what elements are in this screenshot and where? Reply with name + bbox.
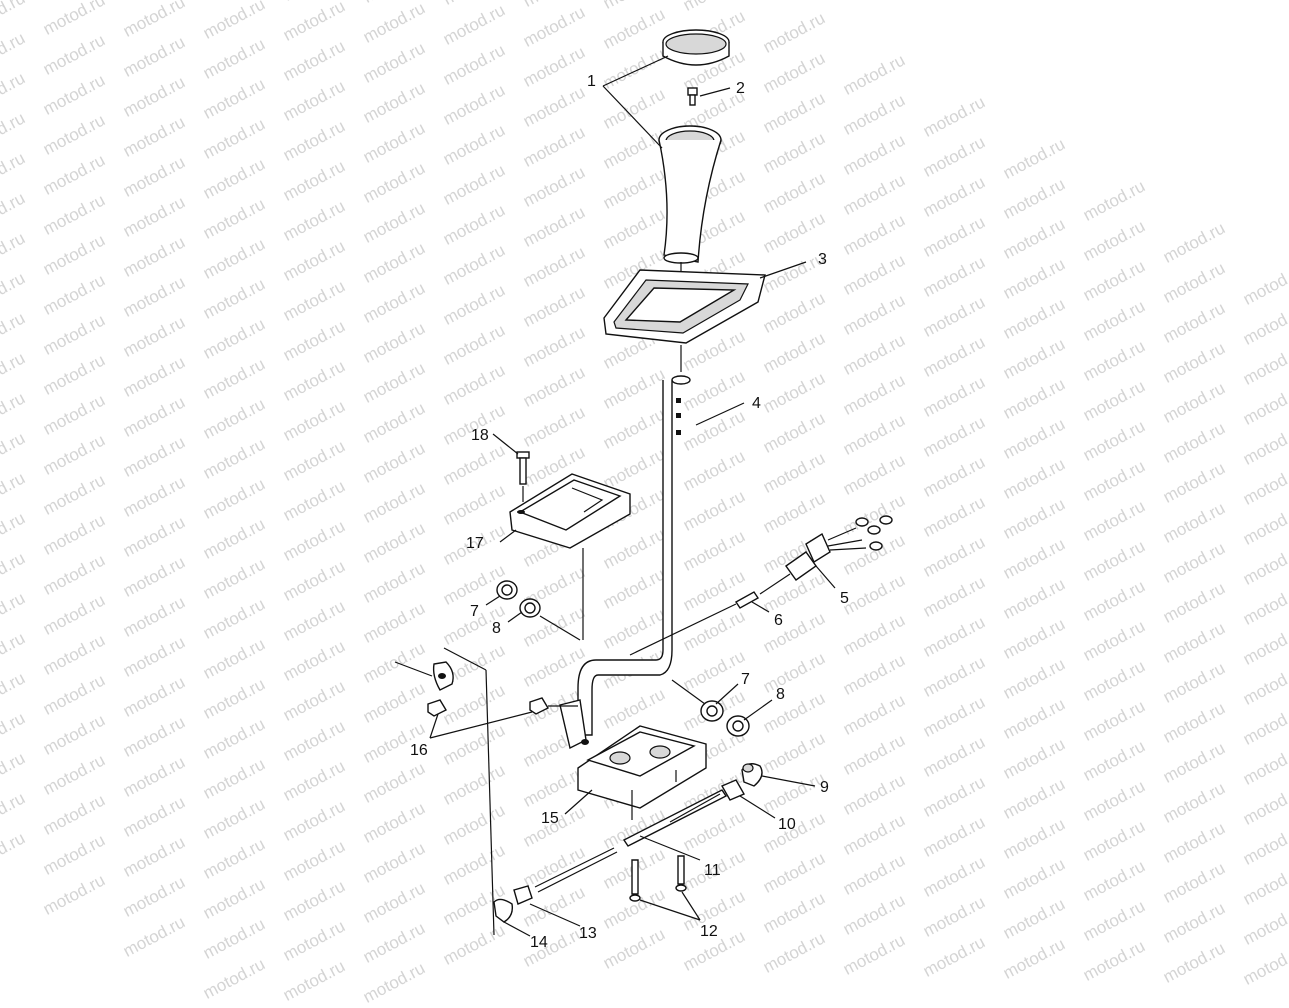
nut-13: [513, 885, 533, 905]
switch-5: [759, 515, 893, 595]
callout-4: 4: [752, 395, 761, 412]
bracket-17: [509, 473, 631, 549]
leader-lines: [429, 55, 836, 937]
callout-labels: 1 2 3 4 5 6 7 8 7 8 9 10 11 12 13 14 15 …: [410, 73, 849, 951]
callout-18: 18: [471, 427, 489, 444]
rod-end-9: [741, 763, 763, 787]
shift-lever: [559, 375, 691, 750]
callout-3: 3: [818, 251, 827, 268]
washer-7b: [700, 700, 724, 722]
shift-gate: [603, 269, 766, 344]
rod-end-upper: [432, 661, 454, 691]
callout-12: 12: [700, 923, 718, 940]
callout-5: 5: [840, 590, 849, 607]
callout-9: 9: [820, 779, 829, 796]
callout-10: 10: [778, 816, 796, 833]
shift-boot: [658, 125, 722, 264]
washer-7a: [496, 580, 518, 600]
tie-rod-11: [534, 789, 728, 893]
callout-6: 6: [774, 612, 783, 629]
exploded-parts-diagram: 1 2 3 4 5 6 7 8 7 8 9 10 11 12 13 14 15 …: [394, 29, 893, 951]
bolt-18: [516, 451, 530, 485]
callout-16: 16: [410, 742, 428, 759]
nut-10: [721, 779, 745, 801]
callout-14: 14: [530, 934, 548, 951]
nut-16b: [529, 697, 549, 715]
callout-8a: 8: [492, 620, 501, 637]
washer-8b: [726, 715, 750, 737]
callout-11: 11: [704, 862, 721, 879]
washer-8a: [519, 598, 541, 618]
shifter-base-15: [577, 725, 707, 809]
rod-end-14: [493, 898, 514, 923]
callout-17: 17: [466, 535, 484, 552]
screw-2: [687, 87, 698, 106]
callout-8b: 8: [776, 686, 785, 703]
nut-16a: [427, 699, 447, 717]
shift-knob: [662, 29, 730, 66]
callout-2: 2: [736, 80, 745, 97]
callout-13: 13: [579, 925, 597, 942]
callout-7b: 7: [741, 671, 750, 688]
callout-15: 15: [541, 810, 559, 827]
bolts-12: [629, 855, 687, 902]
callout-1: 1: [587, 73, 596, 90]
pin-6: [734, 591, 760, 609]
callout-7a: 7: [470, 603, 479, 620]
